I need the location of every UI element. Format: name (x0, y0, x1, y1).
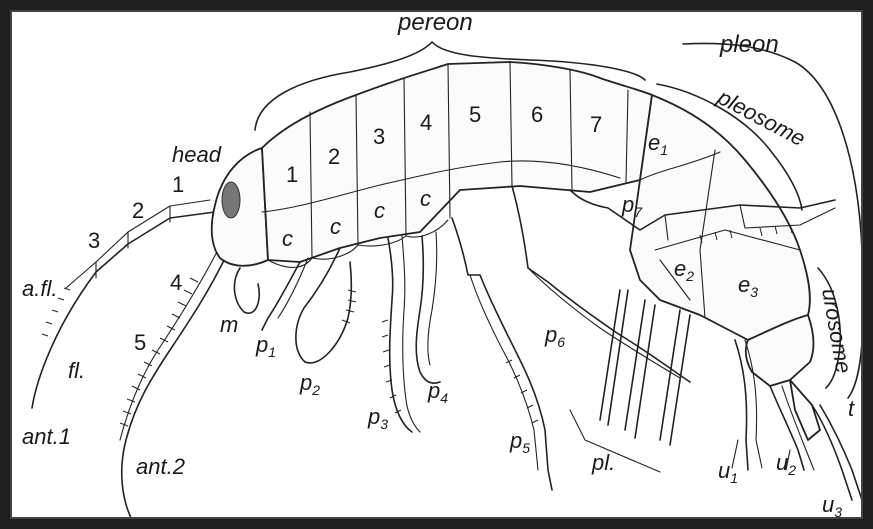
amphipod-diagram: 1 2 3 4 5 6 7 c c c c pereon pleon pleos… (0, 0, 873, 529)
image-frame (0, 0, 873, 529)
